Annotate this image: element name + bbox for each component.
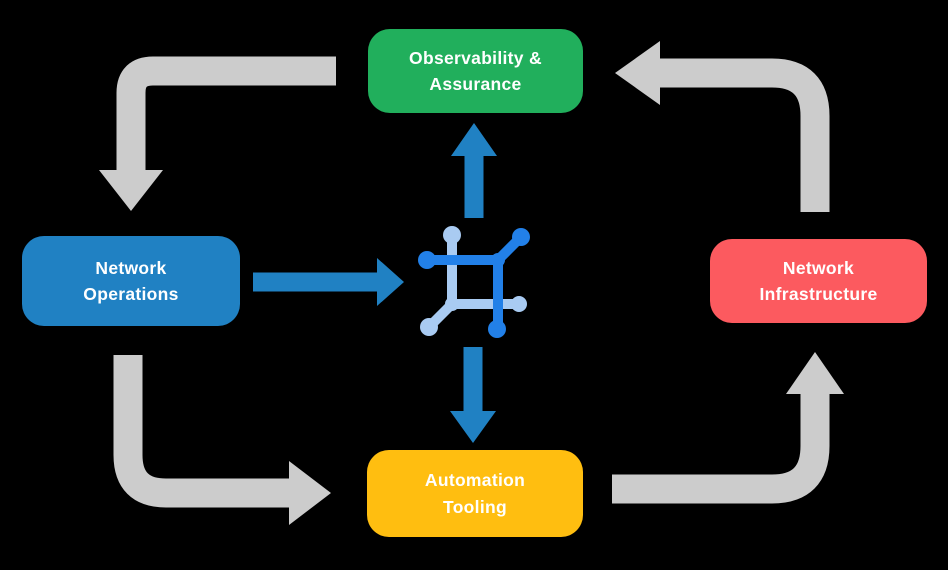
network-fabric-icon (418, 226, 530, 338)
node-label-line: Operations (83, 284, 179, 304)
cycle-arrow-top-right (615, 41, 830, 212)
cycle-arrow-bottom-left (113, 355, 331, 525)
cycle-arrow-bottom-right (612, 352, 844, 504)
node-network-operations: Network Operations (22, 236, 240, 326)
icon-joint (445, 297, 459, 311)
flow-arrow-right (253, 258, 404, 306)
node-observability-assurance: Observability & Assurance (368, 29, 583, 113)
node-label-line: Assurance (429, 74, 522, 94)
node-label-line: Network (782, 257, 855, 278)
icon-node (443, 226, 461, 244)
arrow-head-up (786, 352, 844, 394)
arrow-head-left (615, 41, 660, 105)
icon-node (511, 296, 527, 312)
node-label-line: Network (95, 257, 167, 278)
arrow-head-down (99, 170, 163, 211)
arrow-shaft (659, 58, 830, 212)
arrow-shaft (116, 56, 336, 172)
node-label-line: Infrastructure (759, 284, 878, 304)
flow-arrow-up (451, 123, 497, 218)
icon-node (420, 318, 438, 336)
arrow-head-down (450, 411, 496, 443)
node-automation-tooling: Automation Tooling (367, 450, 583, 537)
network-fabric-icon-light-branch (420, 226, 527, 336)
arrow-shaft (113, 355, 289, 508)
icon-node (418, 251, 436, 269)
cycle-arrow-top-left (99, 56, 336, 211)
arrow-head-right (289, 461, 331, 525)
arrow-head-up (451, 123, 497, 156)
icon-joint (491, 253, 505, 267)
node-label-line: Tooling (443, 496, 507, 517)
icon-node (488, 320, 506, 338)
flow-arrow-down (450, 347, 496, 443)
arrow-shaft (612, 392, 830, 504)
arrow-head-right (377, 258, 404, 306)
node-network-infrastructure: Network Infrastructure (710, 239, 927, 323)
node-label-line: Automation (424, 470, 526, 491)
node-label-line: Observability & (409, 47, 542, 68)
network-fabric-icon-dark-branch (418, 228, 530, 338)
icon-node (512, 228, 530, 246)
